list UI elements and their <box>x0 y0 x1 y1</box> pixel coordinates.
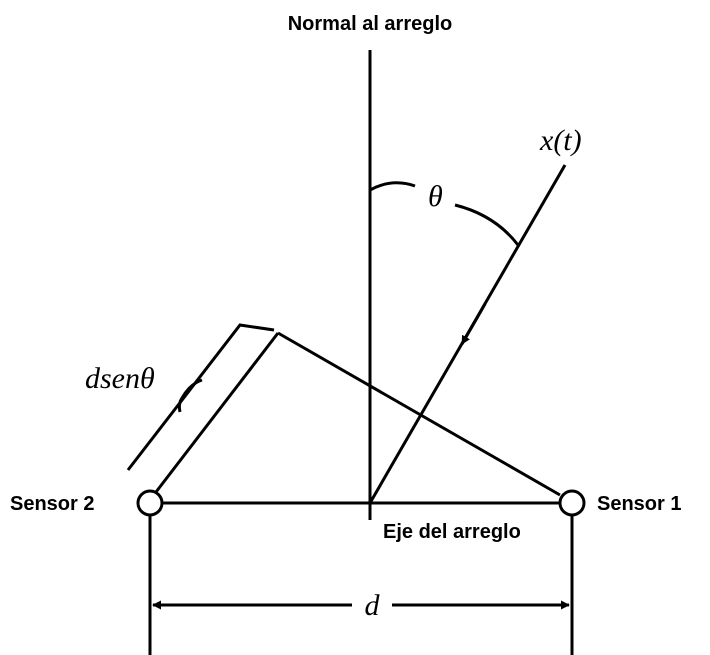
sensor-1-label: Sensor 1 <box>597 493 681 515</box>
theta-arc-right <box>454 203 520 246</box>
path-difference-brace <box>126 323 275 471</box>
wavefront-connector-line <box>277 331 561 497</box>
path-difference-line <box>154 332 280 493</box>
theta-label: θ <box>428 180 443 213</box>
array-axis-label: Eje del arreglo <box>383 521 521 543</box>
sensor-2-label: Sensor 2 <box>10 493 94 515</box>
sensor-2-circle <box>136 489 164 517</box>
sensor-1-circle <box>558 489 586 517</box>
theta-arc-left <box>369 181 416 192</box>
incident-ray-arrow <box>460 303 487 345</box>
brace-tip <box>180 378 203 399</box>
signal-label: x(t) <box>539 124 582 157</box>
spacing-label: d <box>365 589 381 622</box>
normal-label: Normal al arreglo <box>288 13 453 35</box>
path-difference-label: dsenθ <box>85 362 155 395</box>
brace-tail <box>177 397 184 413</box>
